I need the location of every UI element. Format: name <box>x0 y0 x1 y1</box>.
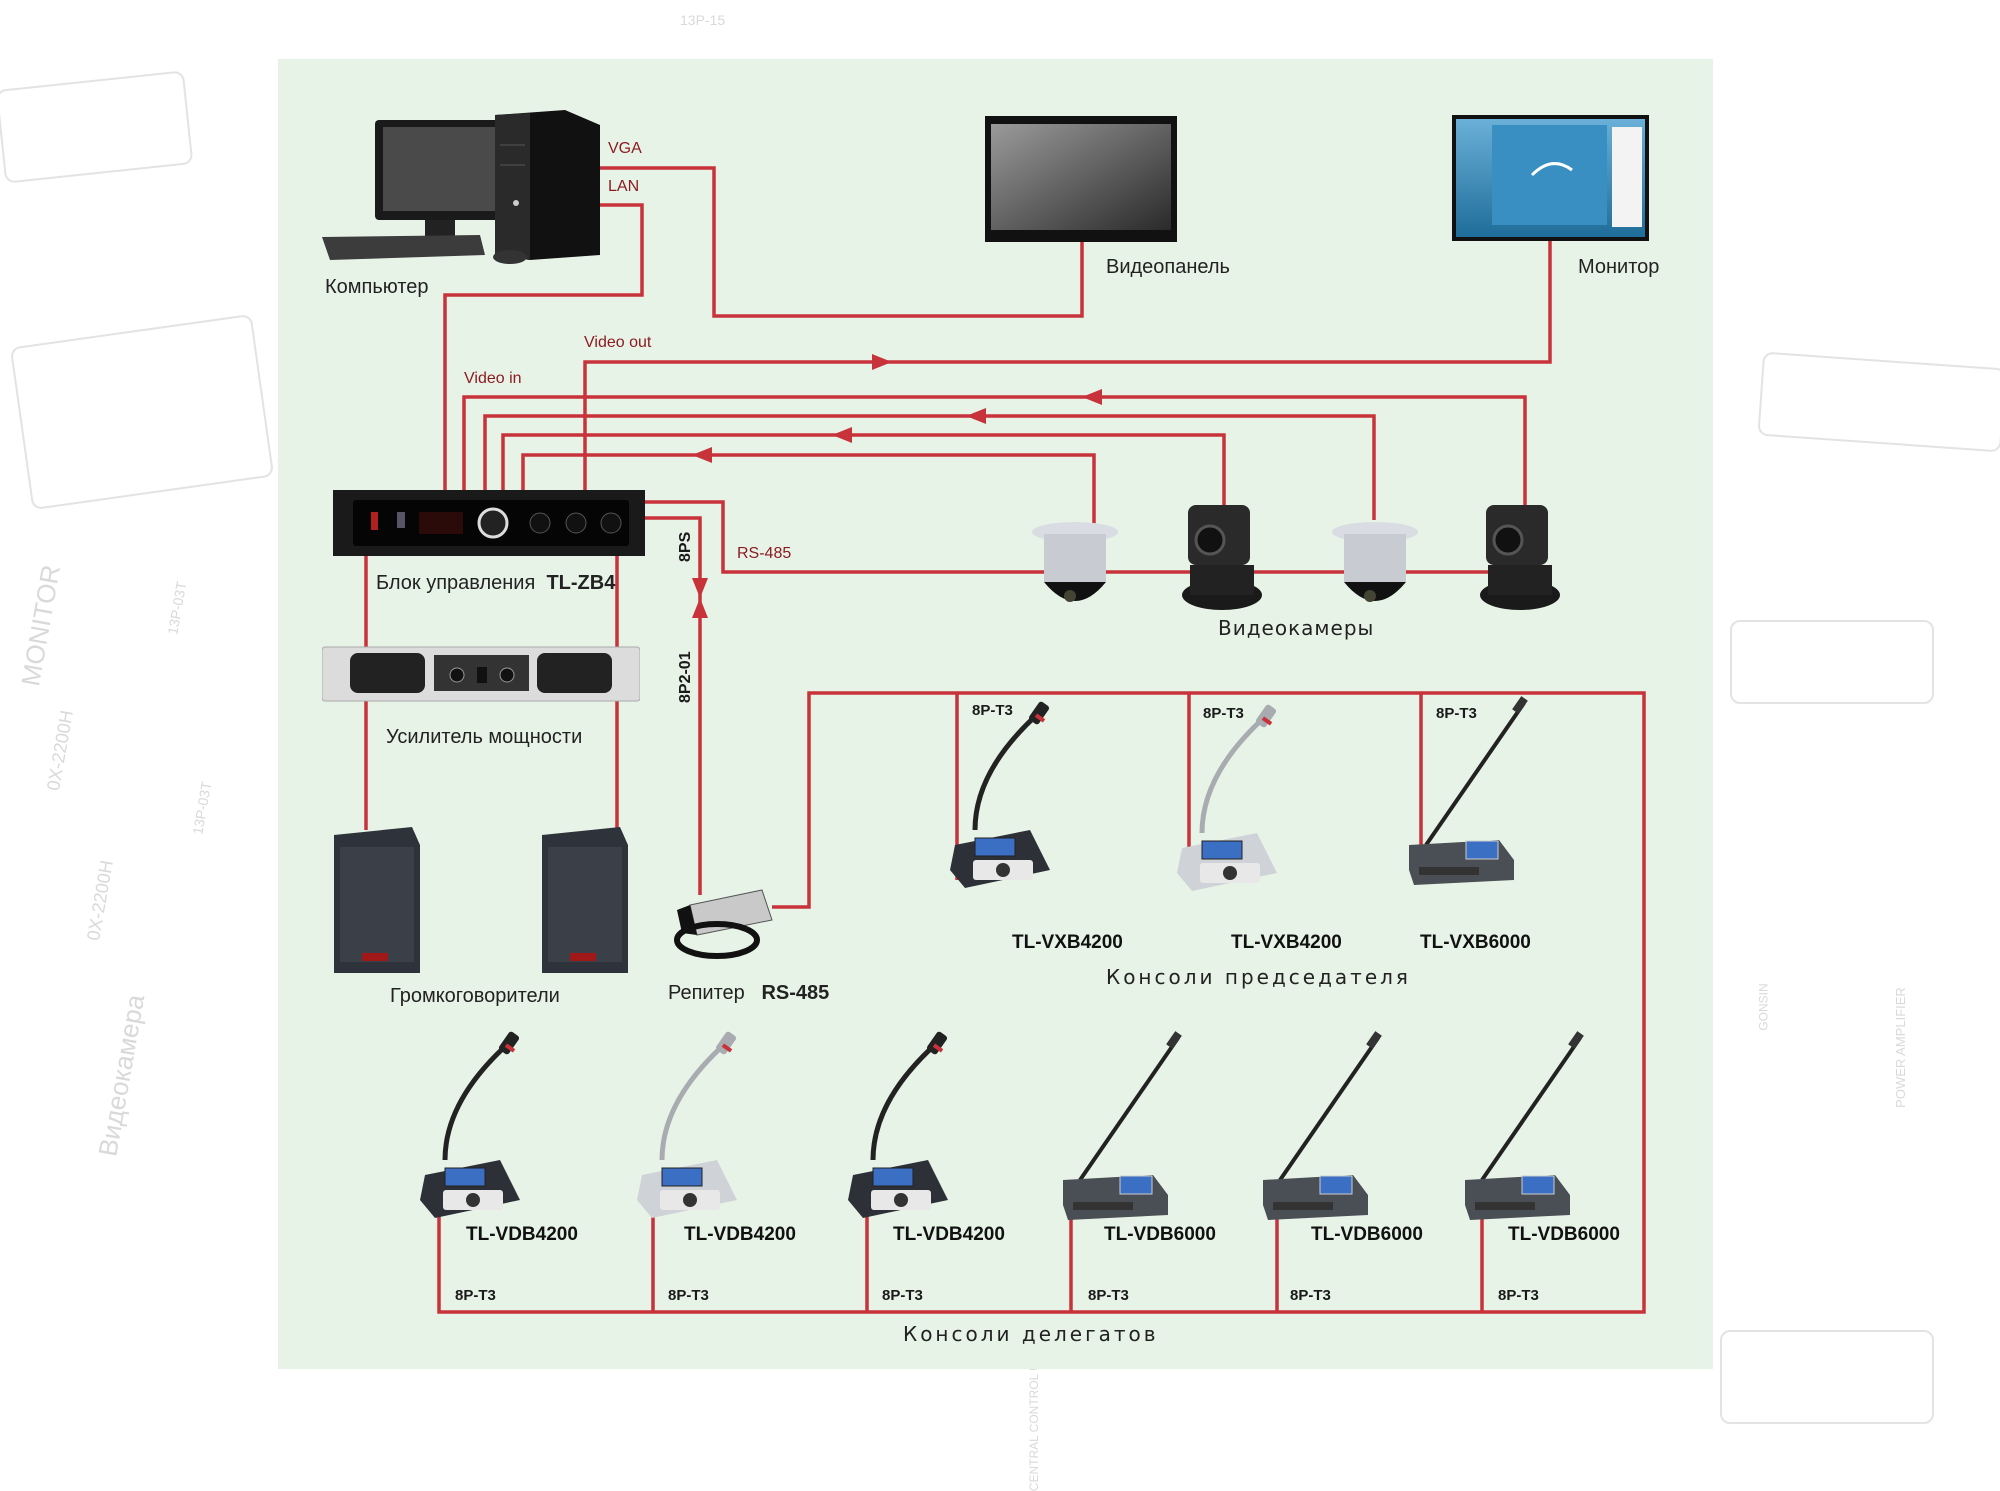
chairman-console-2-icon[interactable] <box>1172 703 1302 897</box>
bg-device-outline <box>9 313 275 511</box>
delegate-cable-label: 8P-T3 <box>882 1287 923 1304</box>
bg-text: GONSIN <box>1756 983 1771 1031</box>
rs485-label: RS-485 <box>737 545 792 562</box>
control-unit-name: Блок управления <box>376 572 536 594</box>
8ps-label: 8PS <box>677 531 694 562</box>
chairman-group-label: Консоли председателя <box>1106 965 1411 989</box>
bg-text: MONITOR <box>15 562 67 689</box>
speaker-right-icon[interactable] <box>540 825 630 973</box>
delegate-model-label: TL-VDB4200 <box>684 1224 796 1245</box>
camera-ptz-1-icon[interactable] <box>1180 500 1265 610</box>
repeater-model: RS-485 <box>761 982 830 1004</box>
repeater-icon[interactable] <box>672 885 782 965</box>
bg-text: 13P-03T <box>189 780 215 836</box>
chairman-model-label: TL-VXB6000 <box>1420 932 1531 953</box>
delegate-cable-label: 8P-T3 <box>1290 1287 1331 1304</box>
bg-device-outline <box>1730 620 1934 704</box>
videopanel-icon[interactable] <box>985 116 1177 242</box>
bg-text: 0X-2200H <box>43 708 77 793</box>
computer-icon[interactable] <box>320 105 610 275</box>
amplifier-label: Усилитель мощности <box>386 726 583 748</box>
speaker-left-icon[interactable] <box>332 825 422 973</box>
camera-ptz-2-icon[interactable] <box>1478 500 1563 610</box>
chairman-model-label: TL-VXB4200 <box>1012 932 1123 953</box>
control-unit-model: TL-ZB4 <box>546 572 616 594</box>
delegate-console-6-icon[interactable] <box>1460 1030 1590 1224</box>
repeater-name: Репитер <box>668 982 745 1004</box>
control-unit-icon[interactable] <box>333 490 645 556</box>
computer-label: Компьютер <box>325 276 429 298</box>
bg-text: 13P-15 <box>680 12 726 28</box>
delegate-console-2-icon[interactable] <box>632 1030 762 1224</box>
bg-text: 13P-03T <box>164 580 190 636</box>
delegate-console-5-icon[interactable] <box>1258 1030 1388 1224</box>
camera-dome-1-icon[interactable] <box>1030 520 1120 612</box>
cameras-label: Видеокамеры <box>1218 616 1375 640</box>
repeater-label: Репитер RS-485 <box>668 982 829 1005</box>
vga-label: VGA <box>608 140 642 157</box>
amplifier-icon[interactable] <box>322 645 640 703</box>
delegate-console-3-icon[interactable] <box>843 1030 973 1224</box>
video-out-label: Video out <box>584 334 652 351</box>
camera-dome-2-icon[interactable] <box>1330 520 1420 612</box>
chairman-model-label: TL-VXB4200 <box>1231 932 1342 953</box>
delegate-cable-label: 8P-T3 <box>1088 1287 1129 1304</box>
8p2-label: 8P2-01 <box>677 651 694 703</box>
chairman-console-3-icon[interactable] <box>1404 695 1534 889</box>
delegate-cable-label: 8P-T3 <box>1498 1287 1539 1304</box>
delegate-model-label: TL-VDB4200 <box>466 1224 578 1245</box>
delegate-group-label: Консоли делегатов <box>903 1322 1159 1346</box>
control-unit-label: Блок управления TL-ZB4 <box>376 572 615 595</box>
video-in-label: Video in <box>464 370 522 387</box>
delegate-console-1-icon[interactable] <box>415 1030 545 1224</box>
delegate-console-4-icon[interactable] <box>1058 1030 1188 1224</box>
bg-device-outline <box>1720 1330 1934 1424</box>
delegate-model-label: TL-VDB4200 <box>893 1224 1005 1245</box>
delegate-model-label: TL-VDB6000 <box>1508 1224 1620 1245</box>
delegate-model-label: TL-VDB6000 <box>1311 1224 1423 1245</box>
delegate-cable-label: 8P-T3 <box>455 1287 496 1304</box>
speakers-label: Громкоговорители <box>390 985 560 1007</box>
chairman-cable-label: 8P-T3 <box>972 702 1013 719</box>
monitor-icon[interactable] <box>1452 115 1649 241</box>
monitor-label: Монитор <box>1578 256 1660 278</box>
videopanel-label: Видеопанель <box>1106 256 1230 278</box>
lan-label: LAN <box>608 178 640 195</box>
chairman-cable-label: 8P-T3 <box>1436 705 1477 722</box>
bg-device-outline <box>0 70 194 184</box>
delegate-model-label: TL-VDB6000 <box>1104 1224 1216 1245</box>
chairman-cable-label: 8P-T3 <box>1203 705 1244 722</box>
bg-text: 0X-2200H <box>83 858 117 943</box>
bg-text: Видеокамера <box>92 992 151 1159</box>
chairman-console-1-icon[interactable] <box>945 700 1075 894</box>
delegate-cable-label: 8P-T3 <box>668 1287 709 1304</box>
bg-text: POWER AMPLIFIER <box>1892 987 1908 1108</box>
bg-device-outline <box>1757 351 2000 453</box>
